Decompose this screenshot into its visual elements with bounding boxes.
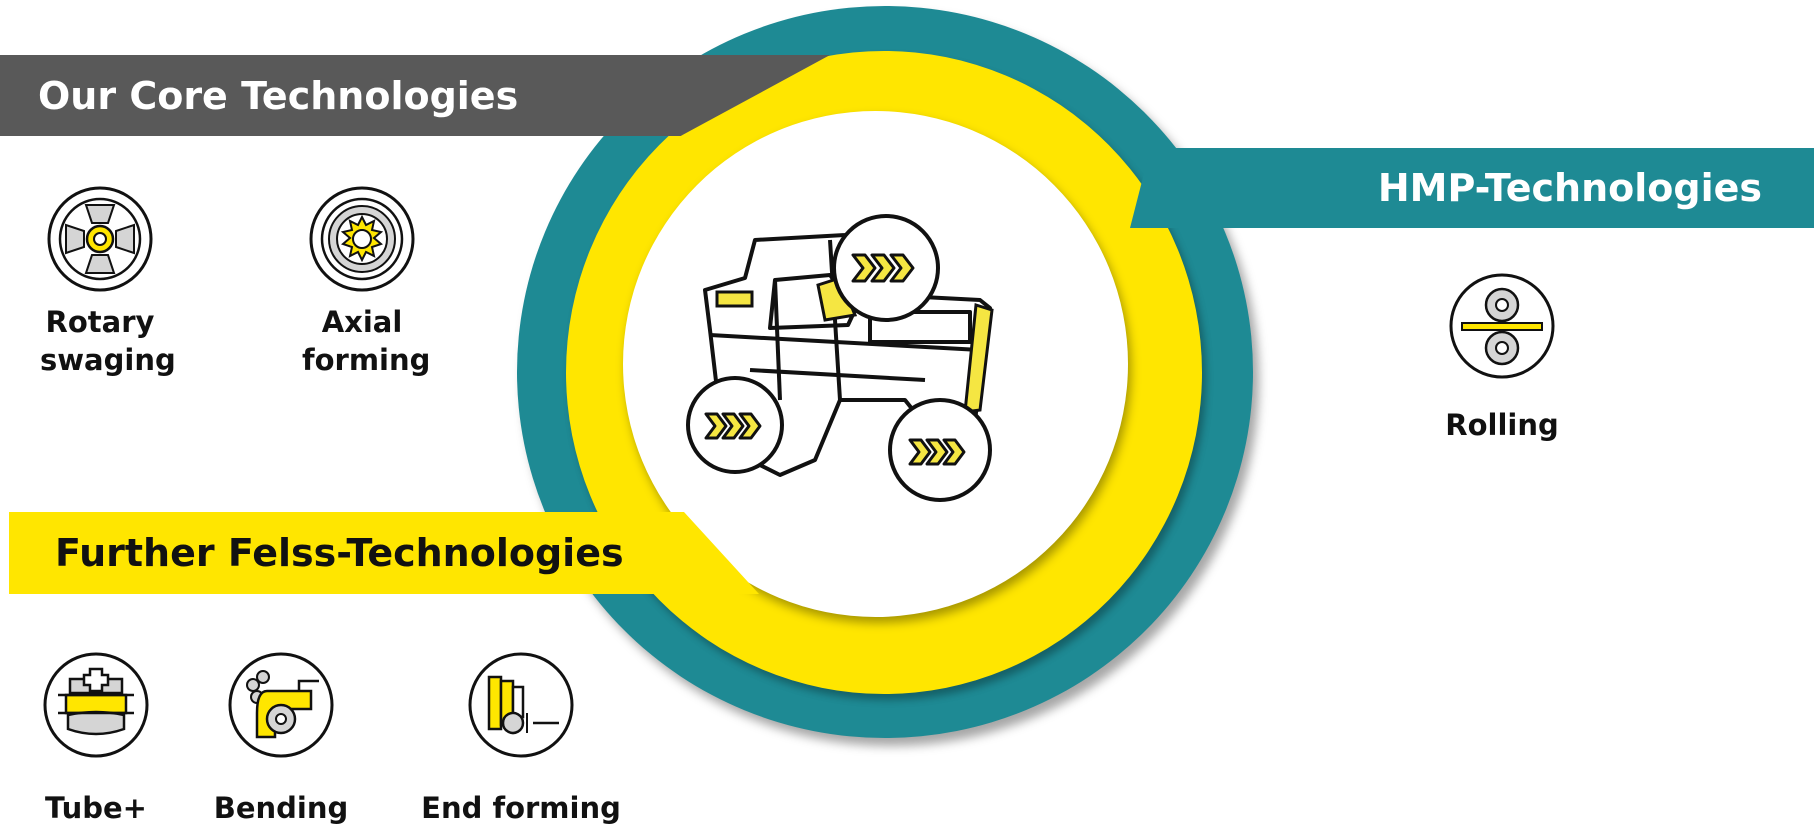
tech-label-rotary: Rotary swaging	[40, 305, 176, 377]
further-technologies-heading: Further Felss-Technologies	[55, 531, 624, 575]
end-forming-icon	[468, 652, 574, 758]
tech-end-forming: End forming	[421, 651, 621, 827]
rolling-icon	[1449, 273, 1555, 379]
bending-icon	[228, 652, 334, 758]
tech-label-tube: Tube+	[45, 791, 147, 825]
tech-label-bending: Bending	[213, 791, 349, 825]
tech-label-rolling: Rolling	[1445, 408, 1559, 442]
core-technologies-heading: Our Core Technologies	[38, 73, 519, 118]
rotary-swaging-icon	[47, 186, 153, 292]
tech-label-end-forming: End forming	[421, 791, 621, 825]
axial-forming-icon	[309, 186, 415, 292]
further-technologies-band: Further Felss-Technologies	[9, 512, 759, 594]
tech-rotary-swaging: Rotary swaging	[0, 185, 200, 379]
hmp-technologies-band: HMP-Technologies	[1130, 148, 1814, 228]
tech-label-axial: Axial forming	[302, 305, 431, 377]
tech-rolling: Rolling	[1402, 272, 1602, 444]
tech-axial-forming: Axial forming	[262, 185, 462, 379]
core-technologies-band: Our Core Technologies	[0, 55, 830, 136]
tube-plus-icon	[43, 652, 149, 758]
tech-tube-plus: Tube+	[0, 651, 196, 827]
tech-bending: Bending	[181, 651, 381, 827]
hmp-technologies-heading: HMP-Technologies	[1377, 166, 1762, 210]
vehicle-illustration	[686, 214, 994, 502]
